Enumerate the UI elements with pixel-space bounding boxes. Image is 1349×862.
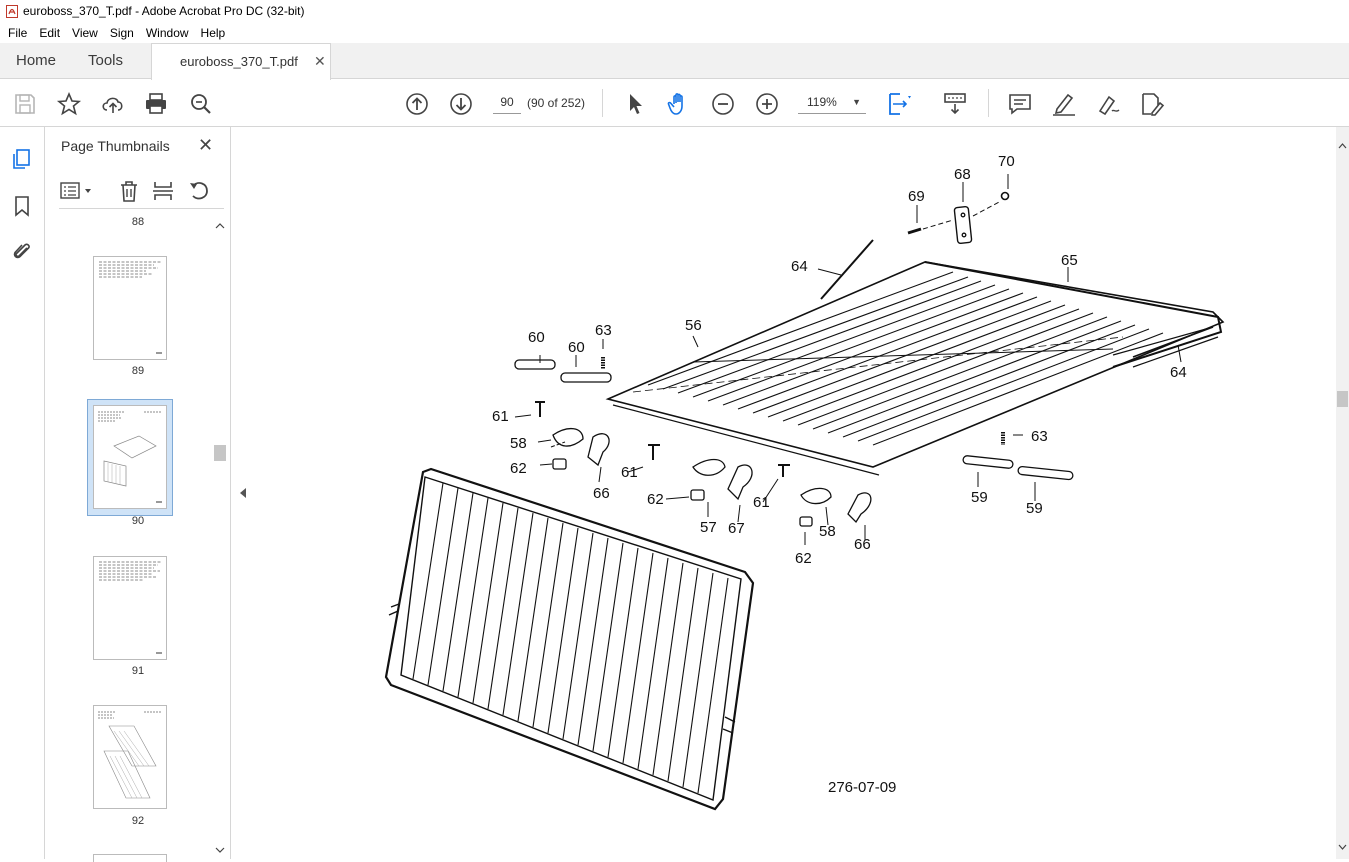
thumbnail-label-92: 92 (131, 815, 145, 827)
callout-68: 68 (954, 166, 971, 183)
previous-page-icon[interactable] (404, 91, 430, 117)
delete-trash-icon[interactable] (117, 179, 141, 203)
zoom-out-icon[interactable] (710, 91, 736, 117)
callout-65: 65 (1061, 252, 1078, 269)
document-tab-label: euroboss_370_T.pdf (180, 54, 298, 69)
attachments-paperclip-icon[interactable] (10, 240, 34, 264)
highlight-pen-icon[interactable] (1051, 91, 1077, 117)
zoom-in-icon[interactable] (754, 91, 780, 117)
callout-61-left: 61 (492, 408, 509, 425)
select-cursor-icon[interactable] (622, 91, 648, 117)
panel-collapse-handle[interactable] (231, 127, 253, 859)
toolbar-divider (602, 89, 603, 117)
collapse-left-icon (240, 488, 246, 498)
close-panel-icon[interactable]: ✕ (198, 135, 214, 155)
page-fit-icon[interactable] (886, 91, 912, 117)
thumbnail-label-91: 91 (131, 665, 145, 677)
thumbnail-scrollbar[interactable] (213, 220, 227, 860)
callout-57: 57 (700, 519, 717, 536)
callout-59-right: 59 (1026, 500, 1043, 517)
callout-63-right: 63 (1031, 428, 1048, 445)
print-icon[interactable] (143, 91, 169, 117)
callout-64-right: 64 (1170, 364, 1187, 381)
chevron-down-icon: ▼ (852, 97, 861, 107)
callout-62-left: 62 (510, 460, 527, 477)
callout-63-left: 63 (595, 322, 612, 339)
tab-bar: Home Tools euroboss_370_T.pdf ✕ (0, 43, 1349, 80)
hand-tool-icon[interactable] (666, 91, 692, 117)
next-page-icon[interactable] (448, 91, 474, 117)
tab-tools[interactable]: Tools (88, 52, 124, 69)
document-viewer[interactable]: 70 68 69 64 65 56 60 60 63 64 61 58 62 6… (253, 127, 1336, 859)
zoom-level-select[interactable]: 119% ▼ (798, 90, 866, 114)
callout-58-right: 58 (819, 523, 836, 540)
zoom-search-icon[interactable] (188, 91, 214, 117)
callout-61-right: 61 (753, 494, 770, 511)
acrobat-pdf-icon (6, 4, 18, 18)
callout-62-right: 62 (795, 550, 812, 567)
menu-bar: File Edit View Sign Window Help (0, 22, 1349, 43)
menu-view[interactable]: View (72, 25, 98, 40)
rotate-page-icon[interactable] (187, 179, 211, 203)
callout-61-middle: 61 (621, 464, 638, 481)
page-thumbnails-icon[interactable] (10, 147, 34, 171)
menu-help[interactable]: Help (200, 25, 226, 40)
callout-70: 70 (998, 153, 1015, 170)
thumbnail-drawing-preview (98, 411, 162, 503)
title-bar: euroboss_370_T.pdf - Adobe Acrobat Pro D… (0, 0, 1349, 22)
thumbnail-page-90[interactable] (93, 405, 167, 509)
thumbnail-drawing-preview-92 (98, 711, 162, 799)
callout-60-left: 60 (528, 329, 545, 346)
window-title: euroboss_370_T.pdf - Adobe Acrobat Pro D… (23, 4, 305, 18)
callout-69: 69 (908, 188, 925, 205)
callout-60-right: 60 (568, 339, 585, 356)
callout-58-left: 58 (510, 435, 527, 452)
thumbnail-tools (59, 179, 224, 209)
menu-window[interactable]: Window (145, 25, 189, 40)
thumbnail-label-88: 88 (131, 216, 145, 228)
callout-66-left: 66 (593, 485, 610, 502)
page-count-label: (90 of 252) (527, 96, 586, 110)
callout-66-right: 66 (854, 536, 871, 553)
callout-59-left: 59 (971, 489, 988, 506)
panel-title: Page Thumbnails (61, 138, 170, 154)
thumbnail-text-preview (99, 261, 162, 354)
scroll-mode-icon[interactable] (942, 91, 968, 117)
comment-icon[interactable] (1007, 91, 1033, 117)
menu-sign[interactable]: Sign (109, 25, 134, 40)
thumbnail-label-90: 90 (131, 515, 145, 527)
thumbnail-page-next-partial[interactable] (93, 854, 167, 862)
callout-62-middle: 62 (647, 491, 664, 508)
toolbar-divider-2 (988, 89, 989, 117)
callout-67: 67 (728, 520, 745, 537)
callout-56: 56 (685, 317, 702, 334)
scrollbar-track (1337, 143, 1348, 850)
bookmarks-icon[interactable] (10, 194, 34, 218)
thumbnail-page-89[interactable] (93, 256, 167, 360)
menu-file[interactable]: File (8, 25, 28, 40)
cloud-upload-icon[interactable] (100, 91, 126, 117)
bookmark-star-icon[interactable] (56, 91, 82, 117)
left-navigation-rail (0, 127, 45, 859)
thumbnail-text-preview-91 (99, 561, 162, 654)
thumbnail-page-91[interactable] (93, 556, 167, 660)
thumbnail-page-92[interactable] (93, 705, 167, 809)
document-scrollbar[interactable] (1336, 127, 1349, 859)
page-thumbnails-panel: Page Thumbnails ✕ 88 89 90 91 (45, 127, 231, 862)
options-menu-icon[interactable] (59, 179, 95, 203)
insert-page-icon[interactable] (151, 179, 175, 203)
thumbnail-label-89: 89 (131, 365, 145, 377)
exploded-parts-drawing: 70 68 69 64 65 56 60 60 63 64 61 58 62 6… (384, 153, 1225, 811)
tab-document[interactable]: euroboss_370_T.pdf ✕ (151, 43, 331, 80)
drawing-reference-number: 276-07-09 (828, 779, 896, 796)
page-number-input[interactable]: 90 (493, 90, 521, 114)
fill-sign-icon[interactable] (1139, 91, 1165, 117)
close-tab-icon[interactable]: ✕ (314, 53, 326, 69)
menu-edit[interactable]: Edit (39, 25, 61, 40)
save-icon[interactable] (12, 91, 38, 117)
tab-home[interactable]: Home (16, 52, 57, 69)
zoom-level-value: 119% (807, 95, 837, 109)
draw-sign-icon[interactable] (1095, 91, 1121, 117)
callout-64-upper: 64 (791, 258, 808, 275)
